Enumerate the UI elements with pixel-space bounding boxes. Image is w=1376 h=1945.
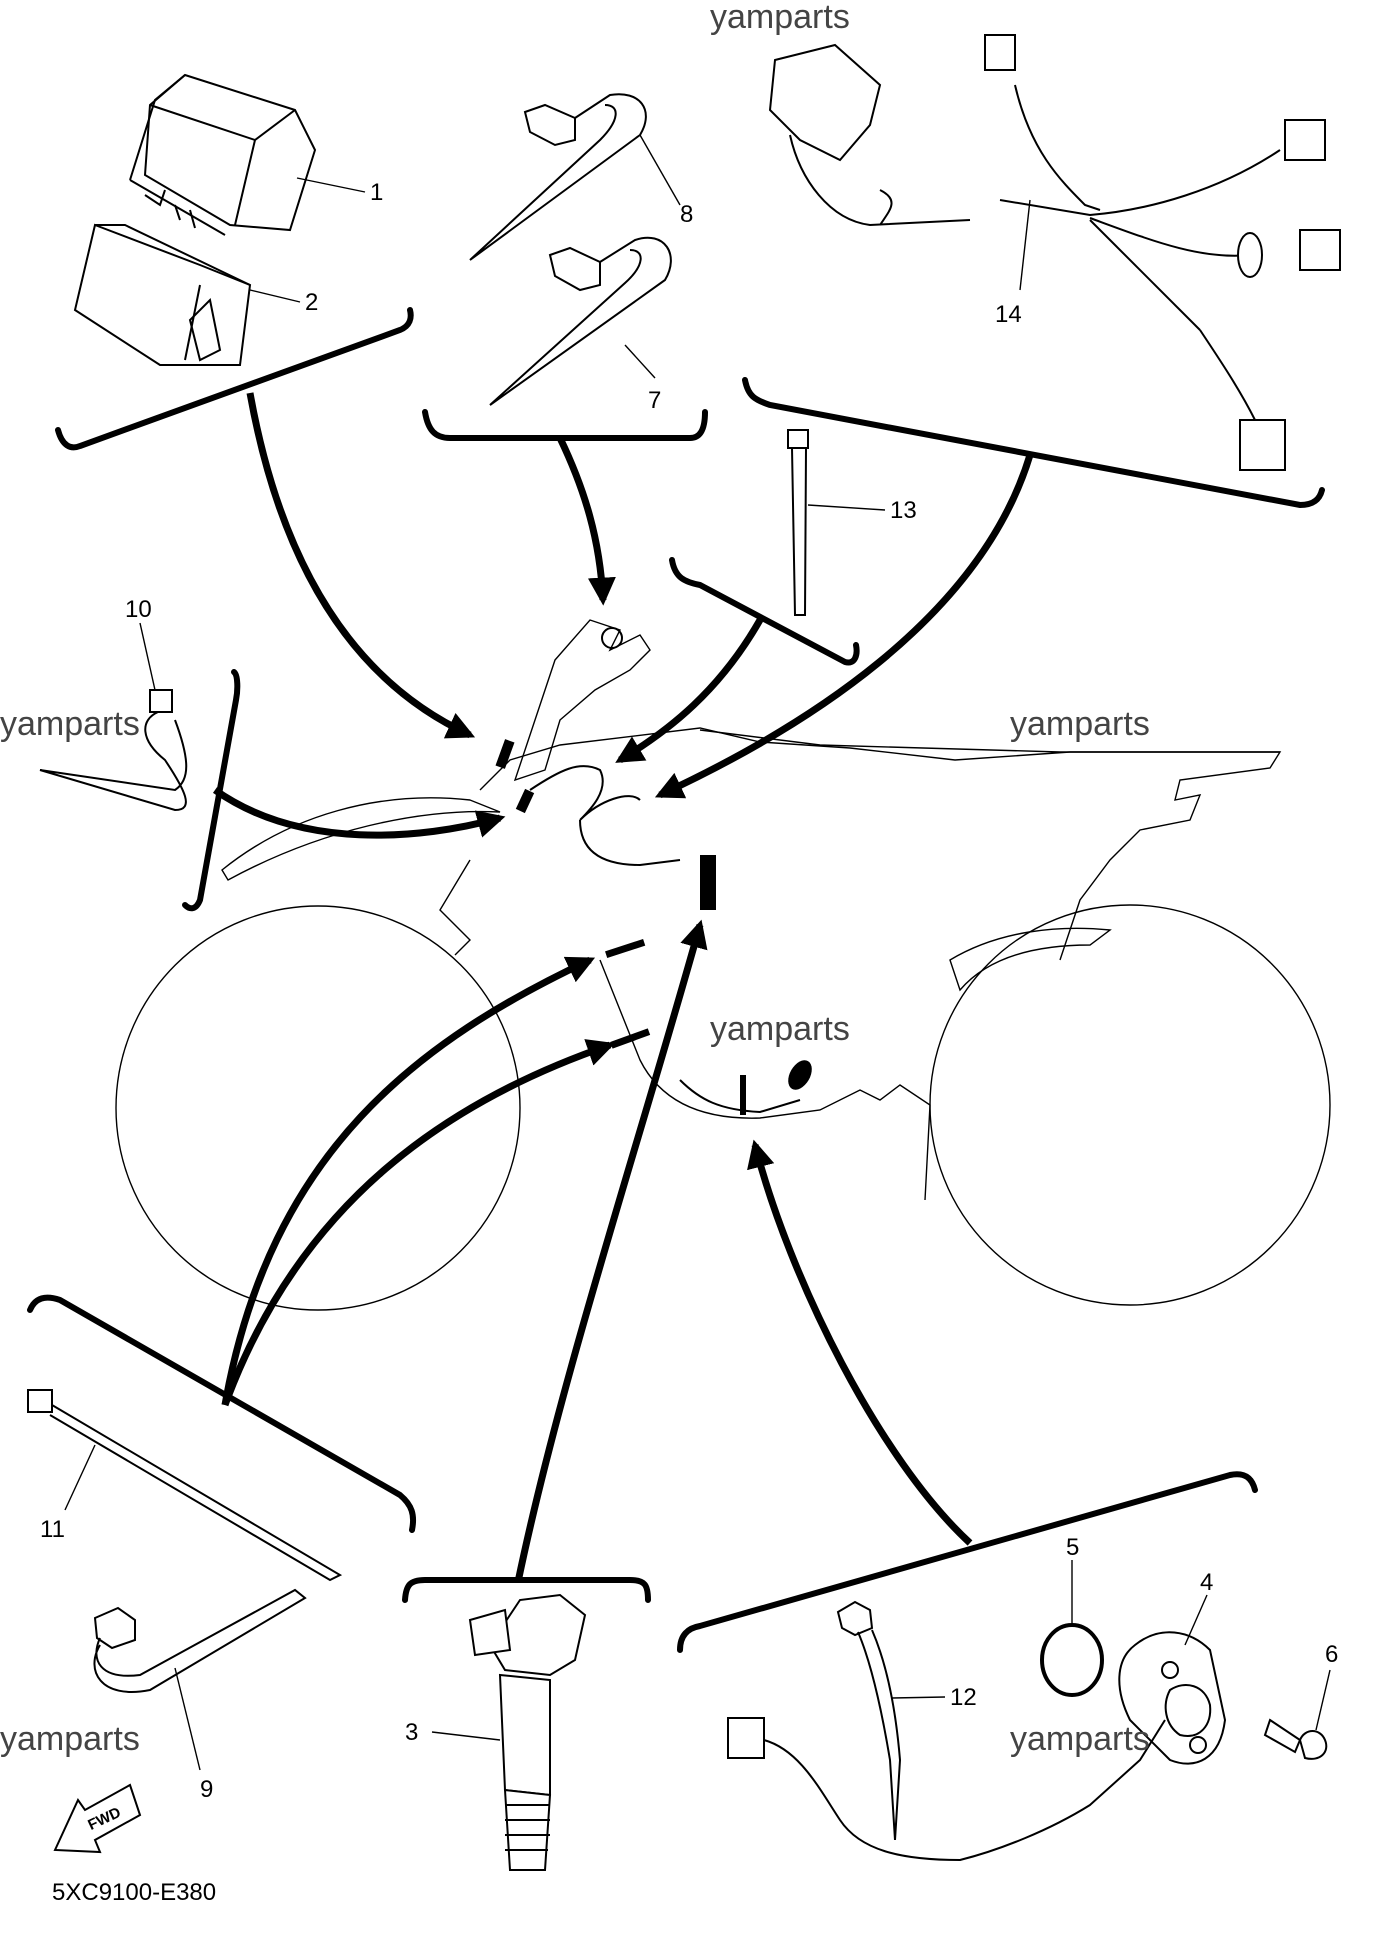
callout-7: 7 xyxy=(648,387,661,414)
front-fender xyxy=(221,797,501,881)
callout-13: 13 xyxy=(890,497,917,524)
frame-outline xyxy=(479,727,1282,961)
part-6-bolt xyxy=(1263,1718,1328,1760)
part-13-cable-tie xyxy=(787,429,809,616)
rear-wheel xyxy=(929,904,1331,1306)
ignition-coil-small xyxy=(700,855,716,910)
part-8-band xyxy=(469,93,647,261)
part-14-wire-harness xyxy=(768,34,1341,471)
sensor-small xyxy=(788,1060,812,1090)
part-11-cable-tie xyxy=(27,1389,343,1582)
motorcycle-outline xyxy=(115,619,1331,1311)
fwd-arrow-icon: FWD xyxy=(53,1783,142,1854)
callout-9: 9 xyxy=(200,1776,213,1803)
callout-4: 4 xyxy=(1200,1569,1213,1596)
watermark-bottom-left: yamparts xyxy=(0,1720,140,1758)
callout-6: 6 xyxy=(1325,1641,1338,1668)
fork-leg xyxy=(439,859,471,956)
part-2-relay xyxy=(73,223,252,366)
callout-10: 10 xyxy=(125,596,152,623)
ignition-key xyxy=(601,627,623,649)
drawing-code: 5XC9100-E380 xyxy=(52,1879,216,1906)
assembly-arrows xyxy=(212,392,1034,1583)
watermark-top: yamparts xyxy=(710,0,850,36)
watermarks: yamparts yamparts yamparts yamparts yamp… xyxy=(0,0,1150,1758)
watermark-bottom-right: yamparts xyxy=(1010,1720,1150,1758)
callout-1: 1 xyxy=(370,179,383,206)
callout-numbers: 1 2 3 4 5 6 7 8 9 10 11 12 13 14 xyxy=(40,179,1338,1803)
leader-lines xyxy=(64,134,1331,1771)
group-brackets xyxy=(27,307,1325,1653)
callout-2: 2 xyxy=(305,289,318,316)
harness-clip-c xyxy=(605,938,646,958)
harness-clip-b xyxy=(515,788,535,814)
engine-outline xyxy=(599,959,931,1201)
harness-clip-d xyxy=(610,1028,651,1049)
callout-5: 5 xyxy=(1066,1534,1079,1561)
part-3-ignition-coil xyxy=(468,1593,587,1871)
watermark-center: yamparts xyxy=(710,1010,850,1048)
part-4-sensor xyxy=(1118,1631,1227,1765)
callout-11: 11 xyxy=(40,1516,65,1543)
main-harness-center xyxy=(529,765,681,867)
part-12-cable-tie xyxy=(727,1600,1166,1862)
front-wheel xyxy=(115,905,521,1311)
part-1-cdi-unit xyxy=(129,73,317,236)
part-7-band xyxy=(489,236,672,406)
seat-outline xyxy=(699,729,1280,753)
callout-8: 8 xyxy=(680,201,693,228)
part-10-band xyxy=(39,689,188,812)
callout-14: 14 xyxy=(995,301,1022,328)
part-5-o-ring xyxy=(1040,1623,1104,1697)
watermark-right: yamparts xyxy=(1010,705,1150,743)
harness-clip-e xyxy=(740,1075,746,1115)
callout-12: 12 xyxy=(950,1684,977,1711)
rear-fender xyxy=(949,927,1112,992)
callout-3: 3 xyxy=(405,1719,418,1746)
harness-lower xyxy=(679,1079,801,1114)
watermark-left: yamparts xyxy=(0,705,140,743)
harness-clip-a xyxy=(495,739,515,769)
part-9-band xyxy=(93,1588,307,1693)
